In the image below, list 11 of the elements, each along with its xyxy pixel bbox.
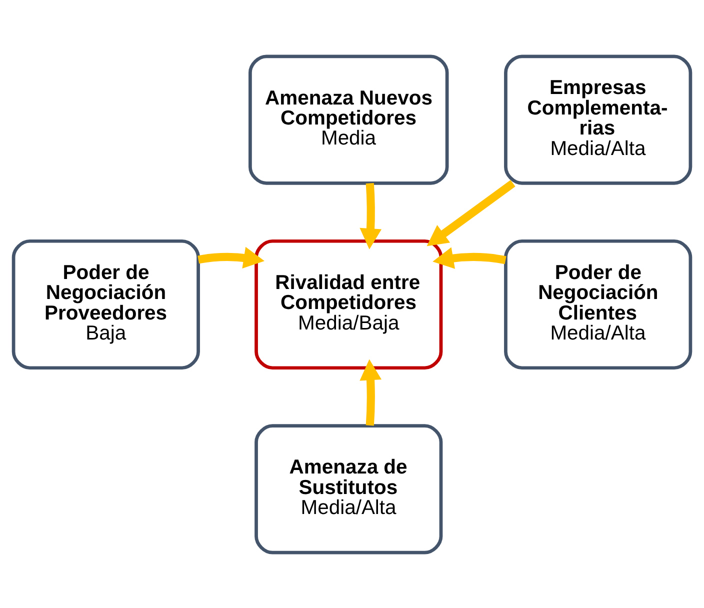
arrow (360, 358, 382, 426)
node-box: Rivalidad entre Competidores Media/Baja (254, 238, 443, 370)
arrow (426, 179, 516, 246)
node-box: Amenaza Nuevos Competidores Media (248, 54, 449, 184)
node-box: Poder de Negociación Proveedores Baja (12, 238, 200, 370)
node-box: Amenaza de Sustitutos Media/Alta (254, 424, 443, 554)
arrow (198, 246, 264, 268)
arrow (360, 182, 382, 249)
node-box: Poder de Negociación Clientes Media/Alta (504, 238, 692, 370)
node-box: Empresas Complementa- rias Media/Alta (504, 54, 692, 184)
arrow (432, 246, 506, 268)
